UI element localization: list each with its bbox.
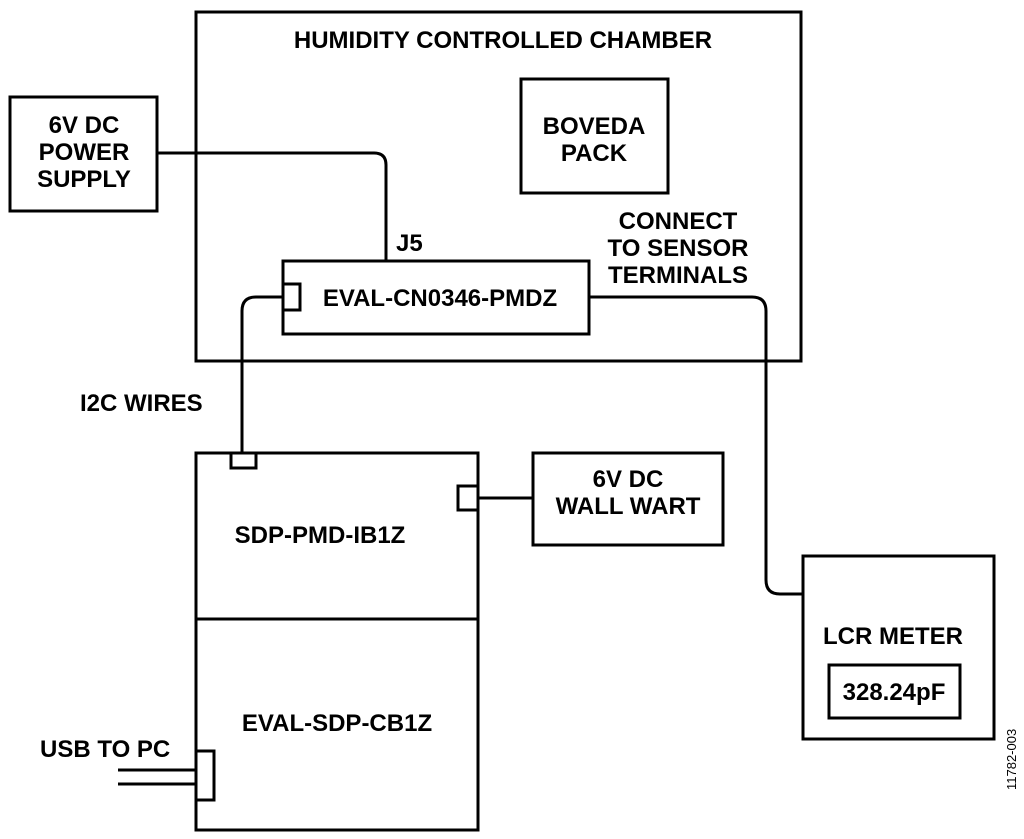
boveda-label-line-2: PACK	[561, 140, 628, 167]
wall-wart-line-2: WALL WART	[556, 493, 701, 520]
power-supply-line-3: SUPPLY	[37, 166, 131, 193]
sensor-wire	[589, 295, 803, 596]
figure-id: 11782-003	[1004, 729, 1019, 790]
boveda-pack: BOVEDA PACK	[519, 77, 670, 195]
chamber-title: HUMIDITY CONTROLLED CHAMBER	[294, 27, 712, 54]
power-supply-line-1: 6V DC	[49, 112, 120, 139]
usb-connector	[194, 749, 216, 802]
j5-label: J5	[396, 230, 423, 257]
i2c-wire	[240, 295, 283, 455]
interposer-top-connector	[229, 451, 258, 470]
sdp-pmd-ib1z-board: SDP-PMD-IB1Z	[194, 451, 480, 621]
sensor-note: CONNECT TO SENSOR TERMINALS	[608, 208, 749, 289]
interposer-label: SDP-PMD-IB1Z	[235, 522, 406, 549]
lcr-reading: 328.24pF	[843, 679, 946, 706]
sensor-note-line-1: CONNECT	[619, 208, 738, 235]
interposer-power-connector	[456, 484, 480, 512]
boveda-label-line-1: BOVEDA	[543, 113, 646, 140]
i2c-connector	[281, 282, 302, 312]
sensor-note-line-2: TO SENSOR	[608, 235, 749, 262]
sdp-board-label: EVAL-SDP-CB1Z	[242, 710, 432, 737]
lcr-meter: LCR METER 328.24pF	[801, 554, 996, 741]
wall-wart-line-1: 6V DC	[593, 466, 664, 493]
lcr-meter-title: LCR METER	[823, 623, 963, 650]
sensor-note-line-3: TERMINALS	[608, 262, 748, 289]
lcr-display	[827, 663, 962, 720]
usb-label: USB TO PC	[40, 736, 170, 763]
eval-sdp-cb1z-board: EVAL-SDP-CB1Z	[194, 617, 480, 832]
i2c-wires-label: I2C WIRES	[80, 390, 203, 417]
power-supply-line-2: POWER	[39, 139, 130, 166]
power-wire	[157, 151, 388, 261]
eval-board-label: EVAL-CN0346-PMDZ	[323, 285, 557, 312]
power-supply: 6V DC POWER SUPPLY	[8, 95, 159, 213]
wall-wart: 6V DC WALL WART	[531, 451, 725, 547]
eval-cn0346-board: EVAL-CN0346-PMDZ	[281, 259, 591, 336]
